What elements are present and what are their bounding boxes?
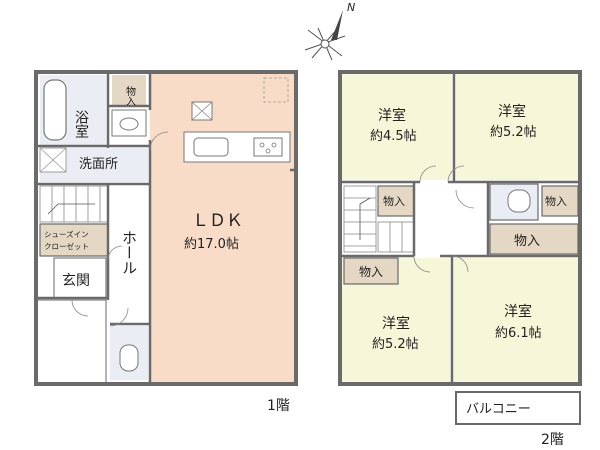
entrance bbox=[53, 257, 107, 299]
room-a-name: 洋室 bbox=[378, 107, 406, 124]
toilet-icon bbox=[119, 344, 139, 372]
storage-f2-d-label: 物入 bbox=[359, 265, 383, 279]
wash-basin-icon bbox=[111, 109, 147, 137]
bath-label: 浴室 bbox=[73, 110, 89, 138]
storage-f2-a bbox=[377, 185, 415, 217]
western-room-d bbox=[454, 258, 578, 382]
storage-f2-d bbox=[343, 257, 399, 285]
balcony-label: バルコニー bbox=[466, 402, 531, 417]
room-c-size: 約5.2帖 bbox=[372, 337, 419, 352]
room-c-name: 洋室 bbox=[382, 315, 410, 332]
toilet-f2-icon bbox=[507, 189, 531, 213]
western-room-b bbox=[456, 74, 578, 180]
doors-f2 bbox=[413, 165, 475, 273]
storage-f1-label: 物入 bbox=[124, 85, 136, 106]
floor-1-title: 1階 bbox=[267, 398, 290, 414]
north-compass-icon bbox=[304, 10, 346, 61]
floor-2-title: 2階 bbox=[541, 432, 564, 448]
storage-f2-a-label: 物入 bbox=[383, 194, 405, 208]
hall bbox=[110, 186, 148, 296]
shoes-in-closet bbox=[39, 223, 109, 257]
room-b-name: 洋室 bbox=[498, 103, 526, 120]
bathtub-icon bbox=[43, 79, 67, 141]
ldk-name-label: ＬＤＫ bbox=[192, 211, 243, 231]
western-room-a bbox=[342, 74, 452, 180]
north-label: N bbox=[347, 1, 355, 14]
storage-f1 bbox=[112, 75, 146, 105]
room-b-size: 約5.2帖 bbox=[490, 125, 537, 140]
room-a-size: 約4.5帖 bbox=[370, 129, 417, 144]
shoes-closet-label-line1: シューズイン bbox=[44, 229, 89, 239]
ldk-size-label: 約17.0帖 bbox=[184, 237, 239, 252]
storage-f2-c bbox=[489, 223, 579, 255]
stairs-f1 bbox=[39, 185, 109, 223]
ldk-room bbox=[150, 72, 296, 384]
washroom-label: 洗面所 bbox=[79, 157, 118, 172]
floor-1-plan: 浴室 物入 洗面所 ＬＤＫ 約17.0帖 シューズイン クローゼット ホール 玄… bbox=[34, 70, 298, 414]
hall-label: ホール bbox=[120, 230, 138, 275]
storage-f2-c-label: 物入 bbox=[514, 234, 540, 249]
storage-f2-b bbox=[541, 185, 579, 217]
doors-f1 bbox=[71, 131, 169, 327]
floor-2-plan: 洋室 約4.5帖 洋室 約5.2帖 洋室 約5.2帖 洋室 約6.1帖 物入 物… bbox=[338, 70, 582, 448]
walls-f2 bbox=[338, 70, 582, 386]
room-d-size: 約6.1帖 bbox=[495, 326, 542, 341]
balcony bbox=[455, 391, 581, 425]
porch bbox=[35, 299, 107, 385]
fridge-space bbox=[263, 77, 289, 103]
stairs-f2 bbox=[343, 185, 415, 253]
entrance-label: 玄関 bbox=[62, 272, 90, 289]
storage-f2-b-label: 物入 bbox=[545, 194, 567, 208]
kitchen-sink-icon bbox=[193, 137, 229, 157]
shoes-closet-label-line2: クローゼット bbox=[44, 241, 89, 251]
cooktop-icon bbox=[253, 137, 283, 157]
room-d-name: 洋室 bbox=[504, 303, 532, 320]
walls-f1 bbox=[34, 70, 298, 386]
